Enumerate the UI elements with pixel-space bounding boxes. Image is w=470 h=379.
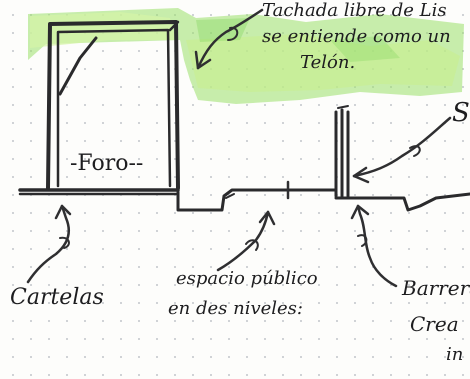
highlighter-wash [28,8,464,104]
annotation-tachada-line2: se entiende como un [262,26,451,47]
annotation-tachada-line3: Telón. [300,52,356,73]
annotation-barrera-line3: in [446,344,464,365]
annotation-espacio-line1: espacio público [176,268,318,289]
barrier-posts [334,105,350,198]
annotation-espacio-line2: en des niveles: [168,298,303,319]
annotation-cartelas: Cartelas [10,285,104,310]
annotation-tachada-line1: Tachada libre de Lis [262,0,447,21]
annotation-arrows [26,8,452,288]
annotation-barrera-line1: Barrera [402,276,470,300]
annotation-s-letter: S [452,98,470,128]
annotation-foro: -Foro-- [70,151,144,176]
section-ground-line [18,180,470,212]
annotation-barrera-line2: Crea [410,312,459,336]
foro-building [46,20,180,190]
